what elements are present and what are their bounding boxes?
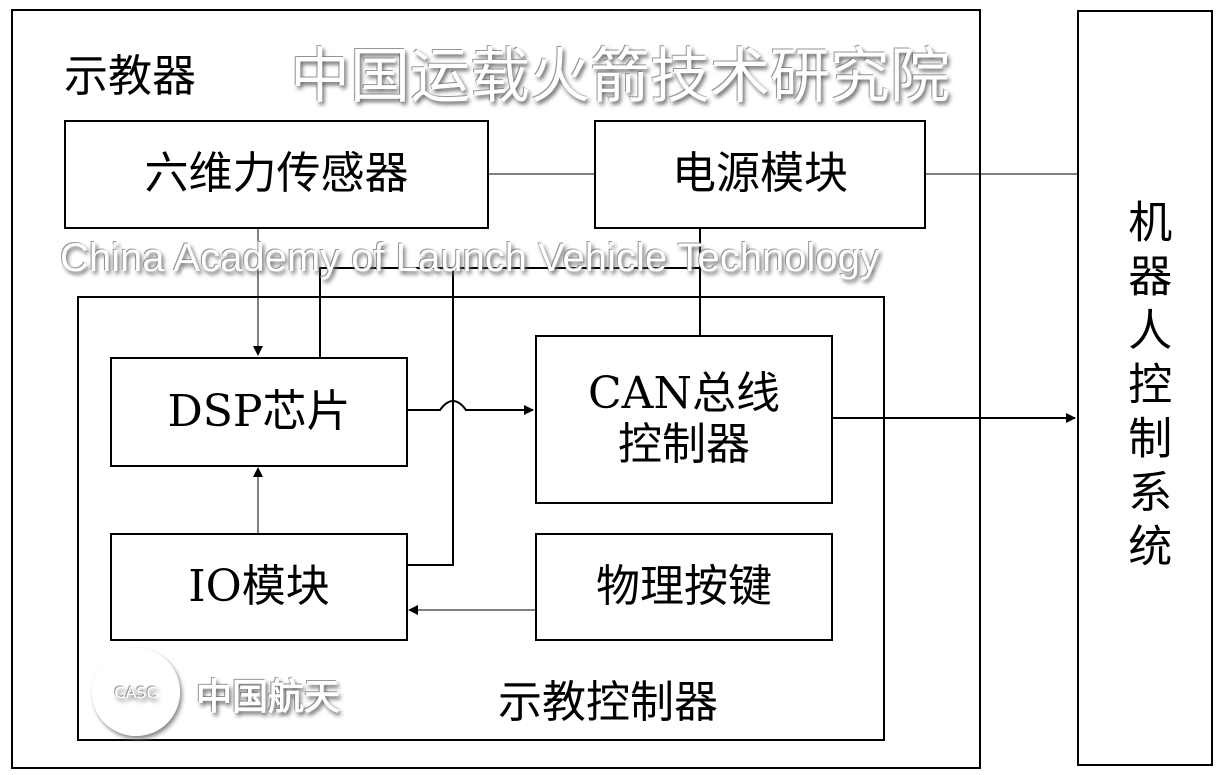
- io-label: IO模块: [188, 560, 330, 612]
- dsp-label: DSP芯片: [167, 385, 351, 437]
- keys-label: 物理按键: [596, 560, 772, 612]
- dsp-box: DSP芯片: [110, 357, 408, 467]
- sensor-box: 六维力传感器: [64, 120, 489, 229]
- power-label: 电源模块: [672, 148, 848, 200]
- io-box: IO模块: [110, 533, 408, 641]
- robot-control-label: 机器人控制系统: [1120, 199, 1172, 577]
- teach-pendant-title: 示教器: [64, 51, 196, 102]
- can-label-line1: CAN总线: [588, 367, 780, 419]
- keys-box: 物理按键: [535, 533, 833, 641]
- teach-controller-outline: [77, 296, 885, 741]
- sensor-label: 六维力传感器: [144, 148, 409, 200]
- power-bus-line: [319, 228, 701, 566]
- teach-controller-title: 示教控制器: [498, 677, 718, 728]
- dsp-can-arrow: [407, 400, 534, 415]
- teach-pendant-outline: [11, 9, 981, 769]
- robot-control-box: 机器人控制系统: [1077, 10, 1213, 766]
- can-box: CAN总线 控制器: [535, 335, 833, 504]
- power-box: 电源模块: [594, 120, 926, 229]
- can-label-line2: 控制器: [618, 418, 750, 470]
